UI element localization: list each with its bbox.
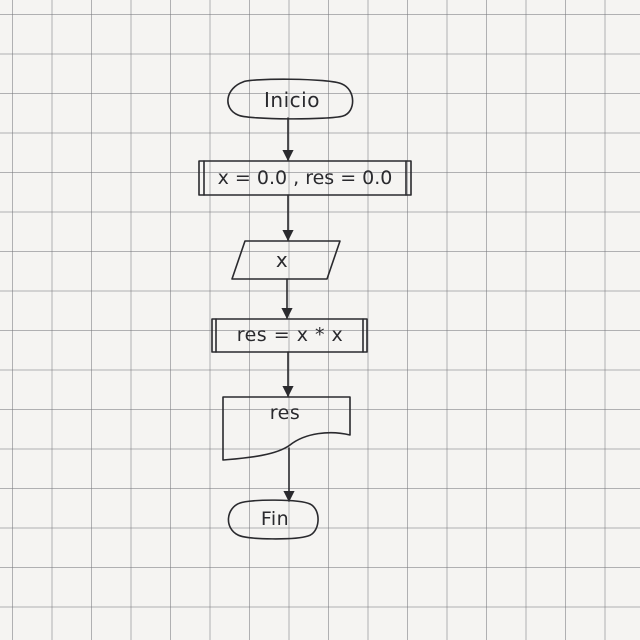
process-label: res = x * x xyxy=(236,324,344,346)
end-terminator xyxy=(227,499,319,540)
output-document xyxy=(222,396,351,461)
output-label: res xyxy=(269,402,301,424)
input-label: x xyxy=(275,248,289,272)
init-label: x = 0.0 , res = 0.0 xyxy=(217,167,393,189)
process-box xyxy=(211,318,368,353)
end-label: Fin xyxy=(260,508,290,530)
input-parallelogram xyxy=(231,240,341,280)
start-terminator xyxy=(227,78,354,120)
init-process-box xyxy=(198,160,412,196)
start-label: Inicio xyxy=(264,88,320,112)
